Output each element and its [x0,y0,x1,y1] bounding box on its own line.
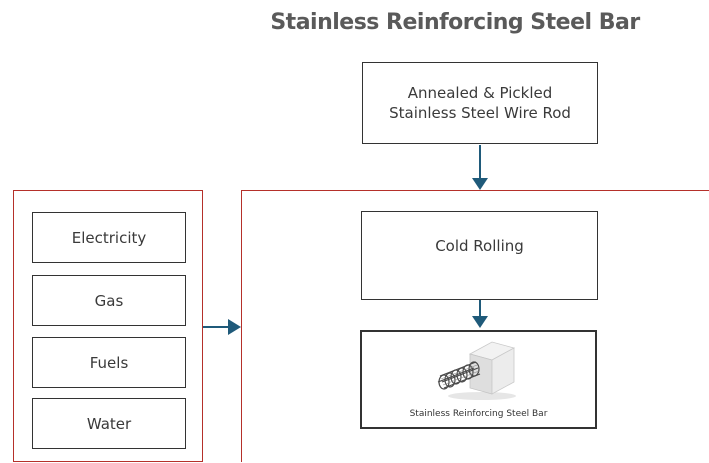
utility-gas-label: Gas [94,291,124,310]
product-caption: Stainless Reinforcing Steel Bar [409,409,548,419]
utility-electricity-box: Electricity [32,212,186,263]
product-box: Stainless Reinforcing Steel Bar [360,330,597,429]
input-material-box: Annealed & Pickled Stainless Steel Wire … [362,62,598,144]
utility-fuels-label: Fuels [89,353,129,372]
utilities-frame [13,190,203,462]
utility-gas-box: Gas [32,275,186,326]
process-cold-rolling-box: Cold Rolling [361,211,598,300]
input-material-label: Annealed & Pickled Stainless Steel Wire … [389,84,571,122]
utility-water-label: Water [86,414,132,433]
process-cold-rolling-label: Cold Rolling [435,237,524,255]
diagram-title: Stainless Reinforcing Steel Bar [270,10,640,35]
utility-fuels-box: Fuels [32,337,186,388]
steel-bar-illustration-icon [437,341,516,400]
utility-water-box: Water [32,398,186,449]
arrow-utilities-to-process [203,319,241,335]
process-frame [241,190,709,462]
utility-electricity-label: Electricity [71,228,147,247]
arrow-input-to-process [472,145,488,190]
